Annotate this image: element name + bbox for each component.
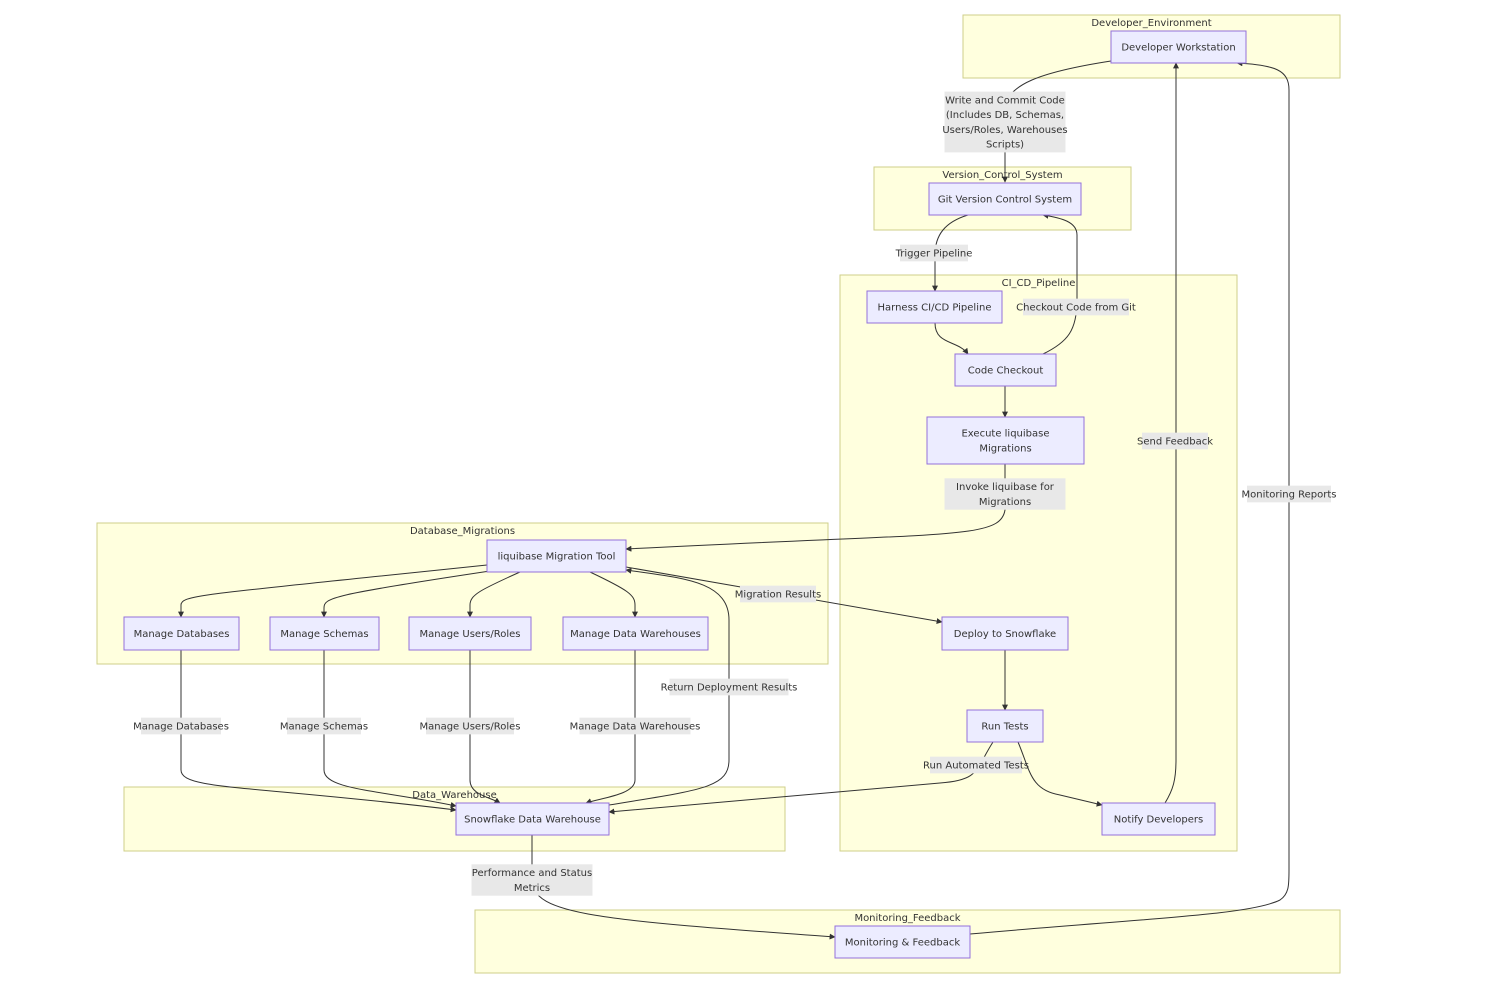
node-harness-label: Harness CI/CD Pipeline (878, 303, 992, 314)
node-tests-label: Run Tests (981, 722, 1028, 733)
edge-label-run_auto: Run Automated Tests (923, 756, 1029, 774)
node-msch-label: Manage Schemas (280, 629, 368, 640)
edge-label-e_mur-text: Manage Users/Roles (419, 722, 520, 733)
node-exec-label: Execute liquibase (961, 429, 1049, 440)
edge-liquibase-to-msch (321, 570, 491, 618)
edge-label-write-text: Users/Roles, Warehouses (942, 125, 1067, 136)
edge-mdw-to-snow (585, 650, 636, 805)
edge-label-e_msch: Manage Schemas (280, 717, 368, 735)
edge-label-e_mdw: Manage Data Warehouses (570, 717, 701, 735)
cluster-mon-title: Monitoring_Feedback (854, 913, 960, 924)
node-mdw[interactable]: Manage Data Warehouses (562, 616, 709, 651)
cluster-dbm-title: Database_Migrations (410, 526, 515, 537)
node-monitor-label: Monitoring & Feedback (845, 938, 960, 949)
edge-label-migration_results: Migration Results (735, 585, 821, 603)
edge-label-e_msch-text: Manage Schemas (280, 722, 368, 733)
node-dev_ws-label: Developer Workstation (1121, 43, 1235, 54)
edge-label-migration_results-text: Migration Results (735, 590, 821, 601)
edge-liquibase-to-mur (467, 571, 521, 618)
cluster-vcs-title: Version_Control_System (942, 170, 1062, 181)
node-deploy[interactable]: Deploy to Snowflake (941, 616, 1069, 651)
edge-monitor-to-dev (969, 60, 1290, 935)
node-notify[interactable]: Notify Developers (1101, 802, 1216, 836)
edge-tests-to-notify (1017, 741, 1103, 807)
node-checkout-label: Code Checkout (968, 366, 1044, 377)
cluster-cicd: CI_CD_Pipeline (839, 274, 1238, 852)
cluster-dev-title: Developer_Environment (1091, 18, 1211, 29)
edge-label-checkout_git-text: Checkout Code from Git (1016, 303, 1136, 314)
edge-label-trigger-text: Trigger Pipeline (895, 249, 973, 260)
edge-label-run_auto-text: Run Automated Tests (923, 761, 1029, 772)
edge-label-write-text: Write and Commit Code (945, 95, 1065, 106)
edge-liquibase-to-mdb (178, 564, 488, 618)
edge-label-write-text: Scripts) (986, 140, 1024, 151)
edge-msch-to-snow (323, 650, 457, 808)
edge-label-send_feedback: Send Feedback (1137, 432, 1213, 450)
node-monitor[interactable]: Monitoring & Feedback (834, 925, 971, 959)
edge-notify-to-dev (1164, 62, 1179, 804)
edge-mur-to-snow (469, 650, 501, 804)
edge-label-perf-text: Metrics (514, 883, 550, 894)
node-mdb-label: Manage Databases (134, 629, 230, 640)
node-snow-label: Snowflake Data Warehouse (464, 815, 601, 826)
node-exec-label: Migrations (979, 444, 1031, 455)
node-git-label: Git Version Control System (938, 195, 1072, 206)
edge-exec-to-liquibase (625, 464, 1006, 552)
cluster-dw: Data_Warehouse (123, 786, 786, 852)
node-notify-label: Notify Developers (1114, 815, 1203, 826)
node-snow[interactable]: Snowflake Data Warehouse (455, 802, 610, 836)
cluster-cicd-title: CI_CD_Pipeline (1002, 278, 1076, 289)
edge-label-invoke-text: Migrations (979, 497, 1031, 508)
edge-snow-to-liquibase (608, 567, 730, 806)
edge-label-invoke-text: Invoke liquibase for (956, 482, 1055, 493)
node-liquibase-label: liquibase Migration Tool (498, 552, 616, 563)
edge-label-write: Write and Commit Code (Includes DB, Schem… (942, 91, 1068, 153)
node-git[interactable]: Git Version Control System (928, 182, 1082, 216)
node-checkout[interactable]: Code Checkout (954, 353, 1057, 387)
node-mdw-label: Manage Data Warehouses (570, 629, 701, 640)
cluster-dw-title: Data_Warehouse (412, 790, 496, 801)
edge-label-e_mdb-text: Manage Databases (133, 722, 229, 733)
node-msch[interactable]: Manage Schemas (269, 616, 380, 651)
edge-label-write-text: (Includes DB, Schemas, (946, 110, 1064, 121)
edge-label-return_deploy: Return Deployment Results (661, 678, 798, 696)
edge-label-monitoring_reports: Monitoring Reports (1241, 485, 1337, 503)
edge-label-return_deploy-text: Return Deployment Results (661, 683, 798, 694)
edge-liquibase-to-mdw (589, 571, 638, 618)
edge-tests-to-snow (608, 741, 994, 815)
node-mur[interactable]: Manage Users/Roles (408, 616, 532, 651)
edge-label-e_mdw-text: Manage Data Warehouses (570, 722, 701, 733)
edge-harness-to-checkout (934, 322, 969, 355)
edge-label-perf-text: Performance and Status (472, 868, 592, 879)
edge-label-trigger: Trigger Pipeline (895, 244, 973, 262)
edge-label-e_mur: Manage Users/Roles (419, 717, 521, 735)
node-tests[interactable]: Run Tests (966, 709, 1044, 743)
node-liquibase[interactable]: liquibase Migration Tool (486, 539, 627, 573)
node-dev_ws[interactable]: Developer Workstation (1110, 30, 1247, 64)
edge-label-e_mdb: Manage Databases (133, 717, 229, 735)
node-deploy-label: Deploy to Snowflake (954, 629, 1056, 640)
node-harness[interactable]: Harness CI/CD Pipeline (866, 290, 1003, 324)
edge-label-checkout_git: Checkout Code from Git (1016, 298, 1136, 316)
node-mur-label: Manage Users/Roles (419, 629, 520, 640)
edge-mdb-to-snow (180, 650, 457, 813)
node-mdb[interactable]: Manage Databases (123, 616, 240, 651)
edge-label-monitoring_reports-text: Monitoring Reports (1241, 490, 1336, 501)
edge-label-send_feedback-text: Send Feedback (1137, 437, 1213, 448)
